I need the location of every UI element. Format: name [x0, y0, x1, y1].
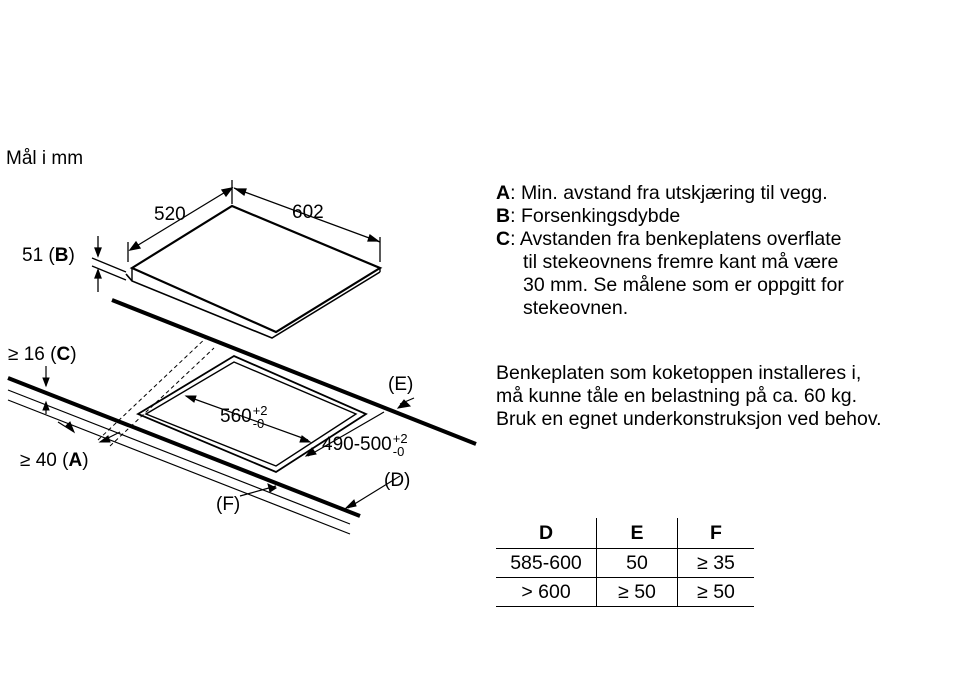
- legend-text: Min. avstand fra utskjæring til vegg.: [520, 182, 828, 204]
- legend-item-b: B: Forsenkingsdybde: [496, 205, 681, 227]
- table-row: 585-600 50 ≥ 35: [496, 548, 754, 578]
- cutout-width-label: 560+2-0: [220, 404, 268, 430]
- unit-label: Mål i mm: [6, 148, 84, 169]
- width-label: 602: [292, 202, 324, 223]
- legend-key: A: [496, 182, 511, 204]
- cutout-depth-minus: -0: [392, 444, 405, 459]
- cutout-width-minus: -0: [252, 416, 265, 431]
- recess-label: 51 (B): [22, 245, 75, 267]
- load-note: Benkeplaten som koketoppen installeres i…: [496, 362, 882, 431]
- depth-label: 520: [154, 204, 186, 225]
- note-line: må kunne tåle en belastning på ca. 60 kg…: [496, 385, 857, 407]
- recess-text: 51 (: [22, 245, 55, 266]
- note-line: Benkeplaten som koketoppen installeres i…: [496, 362, 862, 384]
- recess-close: ): [68, 245, 75, 266]
- dimension-lines-top: [91, 180, 381, 292]
- legend-text: til stekeovnens fremre kant må være: [523, 251, 839, 273]
- table-cell: 585-600: [496, 548, 597, 578]
- table-header: E: [596, 518, 678, 549]
- min-c-text: ≥ 16 (: [8, 344, 57, 365]
- legend-text: 30 mm. Se målene som er oppgitt for: [523, 274, 844, 296]
- table-cell: ≥ 50: [677, 577, 754, 607]
- cutout-width-plus: +2: [252, 403, 268, 418]
- table-cell: 50: [596, 548, 678, 578]
- table-cell: ≥ 35: [677, 548, 754, 578]
- clearance-table: D E F 585-600 50 ≥ 35 > 600 ≥ 50 ≥ 50: [496, 518, 754, 607]
- cutout-width-value: 560: [220, 406, 252, 428]
- cooktop: [125, 204, 383, 339]
- legend-text: stekeovnen.: [523, 297, 629, 319]
- note-line: Bruk en egnet underkonstruksjon ved beho…: [496, 408, 882, 430]
- min-a-close: ): [82, 450, 89, 471]
- min-c-label: ≥ 16 (C): [8, 344, 77, 366]
- recess-letter: B: [54, 245, 69, 266]
- legend-text: Avstanden fra benkeplatens overflate: [519, 228, 842, 250]
- table-cell: > 600: [496, 577, 597, 607]
- table-header: D: [538, 521, 554, 544]
- legend-item-a: A: Min. avstand fra utskjæring til vegg.: [496, 182, 828, 204]
- min-a-text: ≥ 40 (: [20, 450, 69, 471]
- legend: A: Min. avstand fra utskjæring til vegg.…: [496, 182, 844, 320]
- worktop: [7, 298, 477, 535]
- legend-key: C: [496, 228, 511, 250]
- min-c-letter: C: [56, 344, 71, 365]
- min-c-close: ): [70, 344, 77, 365]
- table-header: F: [677, 518, 754, 549]
- label-e: (E): [388, 374, 414, 395]
- cutout-depth-plus: +2: [392, 431, 408, 446]
- cutout: [42, 354, 415, 509]
- cutout-depth-value: 490-500: [322, 434, 392, 456]
- legend-text: Forsenkingsdybde: [520, 205, 681, 227]
- cutout-depth-label: 490-500+2-0: [322, 432, 408, 458]
- min-a-letter: A: [68, 450, 83, 471]
- label-f: (F): [216, 494, 241, 515]
- label-d: (D): [384, 470, 411, 491]
- legend-key: B: [496, 205, 511, 227]
- legend-item-c: C: Avstanden fra benkeplatens overflate: [496, 228, 842, 250]
- min-a-label: ≥ 40 (A): [20, 450, 89, 472]
- table-cell: ≥ 50: [596, 577, 678, 607]
- table-row: > 600 ≥ 50 ≥ 50: [496, 577, 754, 607]
